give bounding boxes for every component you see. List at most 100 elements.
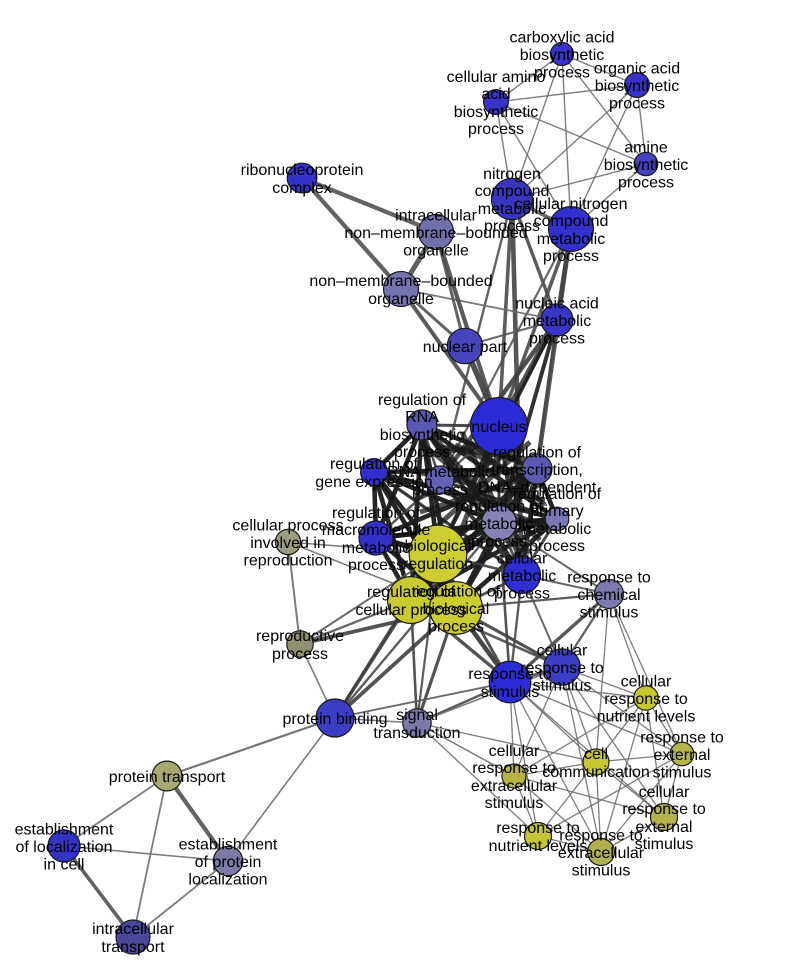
svg-text:metabolic: metabolic bbox=[342, 540, 410, 557]
svg-text:amine: amine bbox=[624, 140, 668, 157]
svg-text:regulation of: regulation of bbox=[332, 505, 421, 522]
svg-text:external: external bbox=[636, 819, 693, 836]
svg-text:stimulus: stimulus bbox=[653, 765, 712, 782]
svg-text:protein transport: protein transport bbox=[109, 769, 226, 786]
svg-text:regulation of: regulation of bbox=[455, 499, 544, 516]
svg-text:metabolic: metabolic bbox=[523, 521, 591, 538]
svg-text:process: process bbox=[494, 586, 550, 603]
svg-text:of protein: of protein bbox=[195, 854, 262, 871]
svg-text:response to: response to bbox=[622, 801, 706, 818]
svg-text:involved in: involved in bbox=[250, 535, 326, 552]
svg-text:stimulus: stimulus bbox=[481, 684, 540, 701]
svg-text:complex: complex bbox=[272, 180, 332, 197]
svg-text:stimulus: stimulus bbox=[533, 678, 592, 695]
svg-text:signal: signal bbox=[396, 707, 438, 724]
svg-text:cellular: cellular bbox=[621, 674, 672, 691]
svg-text:non–membrane–bounded: non–membrane–bounded bbox=[344, 225, 527, 242]
svg-text:localization: localization bbox=[188, 872, 267, 889]
svg-text:cellular: cellular bbox=[537, 643, 588, 660]
svg-text:process: process bbox=[428, 619, 484, 636]
svg-text:intracellular: intracellular bbox=[92, 921, 174, 938]
svg-text:organic acid: organic acid bbox=[594, 61, 680, 78]
svg-text:reproductive: reproductive bbox=[256, 628, 344, 645]
svg-text:transcription,: transcription, bbox=[491, 462, 583, 479]
svg-text:intracellular: intracellular bbox=[395, 208, 477, 225]
svg-text:communication: communication bbox=[542, 764, 650, 781]
svg-text:biosynthetic: biosynthetic bbox=[380, 427, 465, 444]
svg-text:regulation: regulation bbox=[403, 556, 473, 573]
svg-text:gene expression: gene expression bbox=[315, 474, 432, 491]
svg-text:cellular: cellular bbox=[639, 784, 690, 801]
svg-text:biosynthetic: biosynthetic bbox=[595, 78, 680, 95]
svg-text:response to: response to bbox=[559, 828, 643, 845]
svg-text:process: process bbox=[534, 65, 590, 82]
svg-text:metabolic: metabolic bbox=[465, 516, 533, 533]
svg-text:regulation of: regulation of bbox=[378, 392, 467, 409]
svg-text:cellular process: cellular process bbox=[232, 518, 343, 535]
svg-text:organelle: organelle bbox=[403, 243, 469, 260]
svg-text:compound: compound bbox=[475, 183, 550, 200]
svg-text:response to: response to bbox=[640, 730, 724, 747]
svg-text:RNA metabolic: RNA metabolic bbox=[387, 464, 493, 481]
svg-text:chemical: chemical bbox=[577, 587, 640, 604]
svg-text:protein binding: protein binding bbox=[283, 711, 388, 728]
svg-text:non–membrane–bounded: non–membrane–bounded bbox=[309, 273, 492, 290]
svg-text:RNA: RNA bbox=[405, 409, 439, 426]
svg-text:compound: compound bbox=[534, 213, 609, 230]
svg-text:metabolic: metabolic bbox=[488, 568, 556, 585]
svg-text:carboxylic acid: carboxylic acid bbox=[510, 30, 615, 47]
svg-text:biosynthetic: biosynthetic bbox=[454, 104, 539, 121]
svg-text:nucleus: nucleus bbox=[471, 419, 526, 436]
svg-text:metabolic: metabolic bbox=[478, 201, 546, 218]
svg-text:regulation of: regulation of bbox=[513, 486, 602, 503]
svg-text:cellular process: cellular process bbox=[355, 602, 466, 619]
svg-text:transport: transport bbox=[101, 939, 165, 956]
svg-text:response to: response to bbox=[472, 760, 556, 777]
svg-text:nutrient levels: nutrient levels bbox=[489, 838, 588, 855]
svg-text:process: process bbox=[348, 557, 404, 574]
svg-text:stimulus: stimulus bbox=[572, 863, 631, 880]
svg-text:process: process bbox=[618, 175, 674, 192]
svg-text:response to: response to bbox=[604, 691, 688, 708]
svg-text:regulation of: regulation of bbox=[412, 584, 501, 601]
svg-text:cellular nitrogen: cellular nitrogen bbox=[515, 196, 628, 213]
svg-text:transduction: transduction bbox=[373, 725, 460, 742]
svg-text:process: process bbox=[543, 248, 599, 265]
svg-text:nuclear part: nuclear part bbox=[423, 339, 508, 356]
svg-text:metabolic: metabolic bbox=[537, 231, 605, 248]
svg-text:stimulus: stimulus bbox=[485, 795, 544, 812]
svg-text:establishment: establishment bbox=[179, 837, 278, 854]
svg-text:metabolic: metabolic bbox=[523, 313, 591, 330]
svg-text:primary: primary bbox=[530, 503, 583, 520]
svg-text:process: process bbox=[412, 482, 468, 499]
svg-text:acid: acid bbox=[481, 86, 510, 103]
svg-text:response to: response to bbox=[468, 666, 552, 683]
svg-text:response to: response to bbox=[520, 660, 604, 677]
svg-text:in cell: in cell bbox=[44, 857, 85, 874]
svg-text:regulation of: regulation of bbox=[367, 584, 456, 601]
svg-text:biosynthetic: biosynthetic bbox=[520, 47, 605, 64]
svg-text:process: process bbox=[394, 444, 450, 461]
svg-text:cellular: cellular bbox=[489, 743, 540, 760]
svg-text:establishment: establishment bbox=[15, 822, 114, 839]
svg-text:process: process bbox=[529, 331, 585, 348]
svg-text:of localization: of localization bbox=[16, 839, 113, 856]
svg-text:external: external bbox=[654, 747, 711, 764]
svg-text:extracellular: extracellular bbox=[471, 778, 558, 795]
svg-text:process: process bbox=[484, 218, 540, 235]
svg-text:stimulus: stimulus bbox=[580, 605, 639, 622]
svg-text:process: process bbox=[471, 534, 527, 551]
svg-text:response to: response to bbox=[496, 820, 580, 837]
svg-text:cellular amino: cellular amino bbox=[447, 69, 546, 86]
svg-text:nucleic acid: nucleic acid bbox=[515, 296, 599, 313]
svg-text:nutrient levels: nutrient levels bbox=[597, 709, 696, 726]
svg-text:stimulus: stimulus bbox=[635, 836, 694, 853]
svg-text:cell: cell bbox=[584, 746, 608, 763]
svg-text:ribonucleoprotein: ribonucleoprotein bbox=[241, 162, 364, 179]
svg-text:cellular: cellular bbox=[497, 551, 548, 568]
svg-text:organelle: organelle bbox=[368, 291, 434, 308]
svg-text:DNA–dependent: DNA–dependent bbox=[478, 480, 597, 497]
svg-text:regulation of: regulation of bbox=[330, 456, 419, 473]
svg-text:process: process bbox=[272, 646, 328, 663]
svg-text:process: process bbox=[609, 96, 665, 113]
